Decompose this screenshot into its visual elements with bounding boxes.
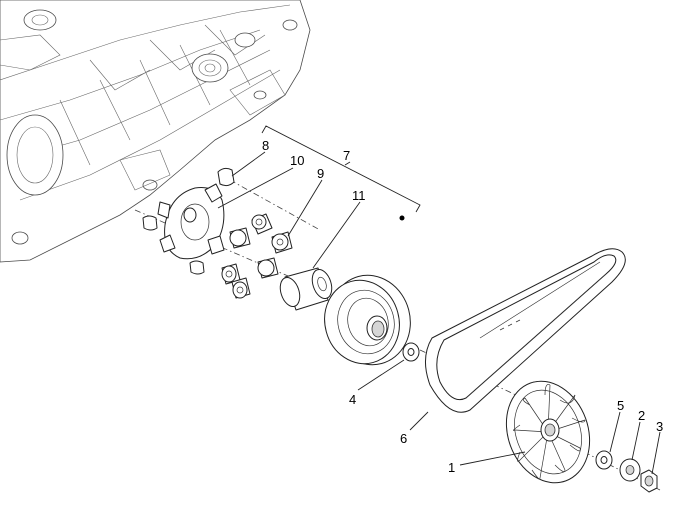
ramp-plate (157, 183, 225, 260)
movable-pulley (324, 274, 411, 366)
callout-5: 5 (617, 398, 624, 413)
crankcase (0, 0, 311, 263)
callout-7: 7 (343, 148, 350, 163)
callout-3: 3 (656, 419, 663, 434)
callout-10: 10 (290, 153, 304, 168)
callout-1: 1 (448, 460, 455, 475)
callout-11: 11 (352, 188, 366, 203)
bushing (279, 267, 333, 311)
washer-2 (619, 458, 641, 482)
callout-4: 4 (349, 392, 356, 407)
callout-2: 2 (638, 408, 645, 423)
washer-4 (402, 342, 420, 362)
washer-5 (595, 450, 613, 470)
fan-pulley (505, 380, 591, 484)
nut-3 (640, 469, 658, 493)
rollers (221, 213, 293, 299)
callout-6: 6 (400, 431, 407, 446)
slider (142, 167, 235, 275)
callout-9: 9 (317, 166, 324, 181)
drive-belt (425, 248, 626, 413)
callout-8: 8 (262, 138, 269, 153)
